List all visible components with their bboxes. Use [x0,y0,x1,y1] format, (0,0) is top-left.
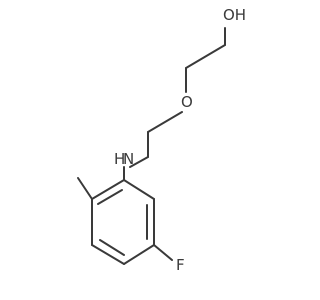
bond-fluoro [153,244,173,261]
atom-hydroxyl-oh: OH [223,6,246,24]
bond-ring-inner-2 [99,239,125,256]
bond-c1-c2 [185,44,226,69]
bond-ring-3 [91,244,125,265]
bonds [77,27,226,265]
bond-ring-1 [91,179,125,200]
atom-amine-h: H [114,150,125,168]
atom-ether-o: O [181,93,193,111]
bond-ring-4 [123,244,155,265]
bond-ring-6 [123,179,155,200]
atom-amine-n: N [123,150,134,168]
bond-o-c3 [147,111,183,133]
bond-c4-n [129,156,149,168]
atom-labels: OH O H N F [114,6,246,274]
molecule-structure-diagram: OH O H N F [77,6,246,274]
atom-fluoro-f: F [176,256,185,274]
bond-ring-inner-1 [97,189,123,205]
bond-methyl [77,177,93,200]
